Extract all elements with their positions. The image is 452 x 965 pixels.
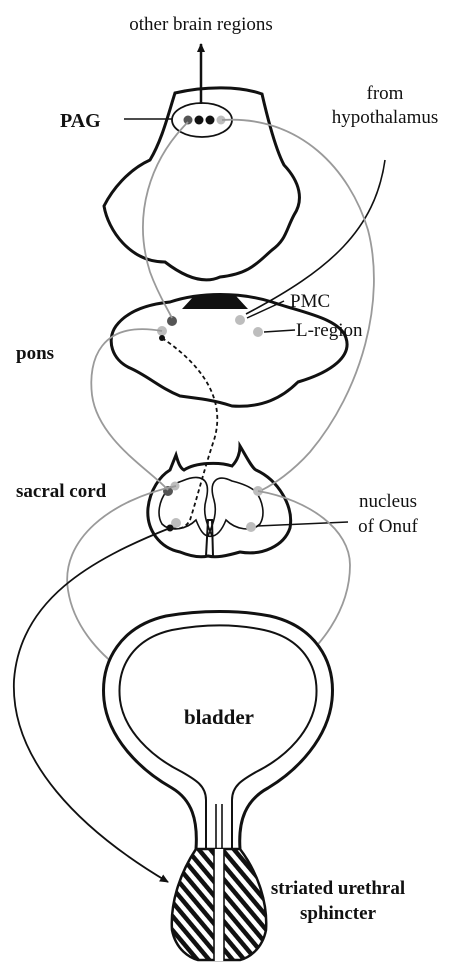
label-pag: PAG: [60, 110, 101, 132]
label-nucleus: nucleus: [359, 491, 417, 512]
label-striated-urethral: striated urethral: [271, 878, 405, 899]
bladder-group: [104, 612, 333, 962]
pag-nucleus-center-right: [206, 116, 215, 125]
label-from: from: [367, 83, 404, 104]
pmc-nucleus-right: [235, 315, 245, 325]
label-bladder: bladder: [184, 705, 254, 729]
bladder-inner-wall: [119, 626, 316, 850]
label-other-brain-regions: other brain regions: [129, 14, 273, 35]
label-pons: pons: [16, 343, 54, 364]
label-l-region: L-region: [296, 320, 363, 341]
label-sphincter: sphincter: [300, 903, 377, 924]
pag-nucleus-center-left: [195, 116, 204, 125]
urethra-channel: [214, 849, 224, 961]
label-hypothalamus: hypothalamus: [332, 107, 439, 128]
label-sacral-cord: sacral cord: [16, 481, 107, 502]
midbrain-section: [104, 44, 299, 280]
label-pmc: PMC: [290, 291, 330, 312]
onuf-nucleus-right: [246, 522, 256, 532]
label-of-onuf: of Onuf: [358, 516, 418, 537]
l-region-nucleus: [253, 327, 263, 337]
sacral-cord-section: [148, 446, 348, 557]
